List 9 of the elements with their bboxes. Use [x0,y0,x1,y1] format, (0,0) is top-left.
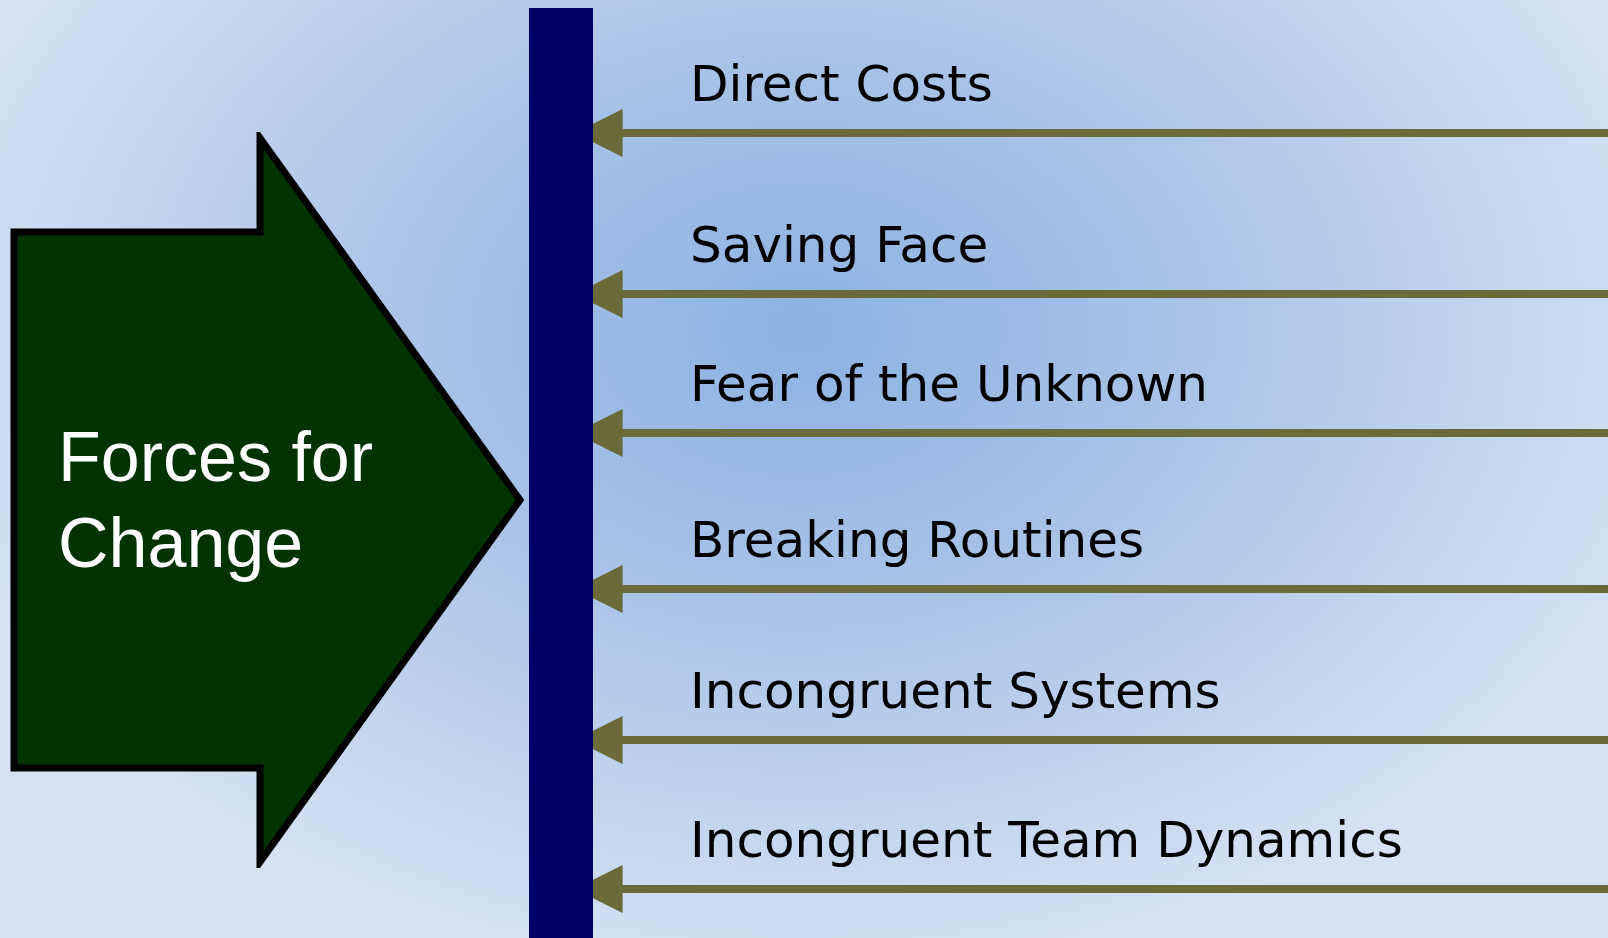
edge-label: Incongruent Team Dynamics [690,811,1403,869]
edge-label: Breaking Routines [690,511,1145,569]
block-arrow [10,132,526,868]
edge-label: Saving Face [690,216,989,274]
edge-label: Direct Costs [690,55,993,113]
arrow-text: Forces for Change [58,417,375,584]
barrier-bar [529,8,593,938]
edge-label: Fear of the Unknown [690,355,1209,413]
edge-label: Incongruent Systems [690,662,1221,720]
